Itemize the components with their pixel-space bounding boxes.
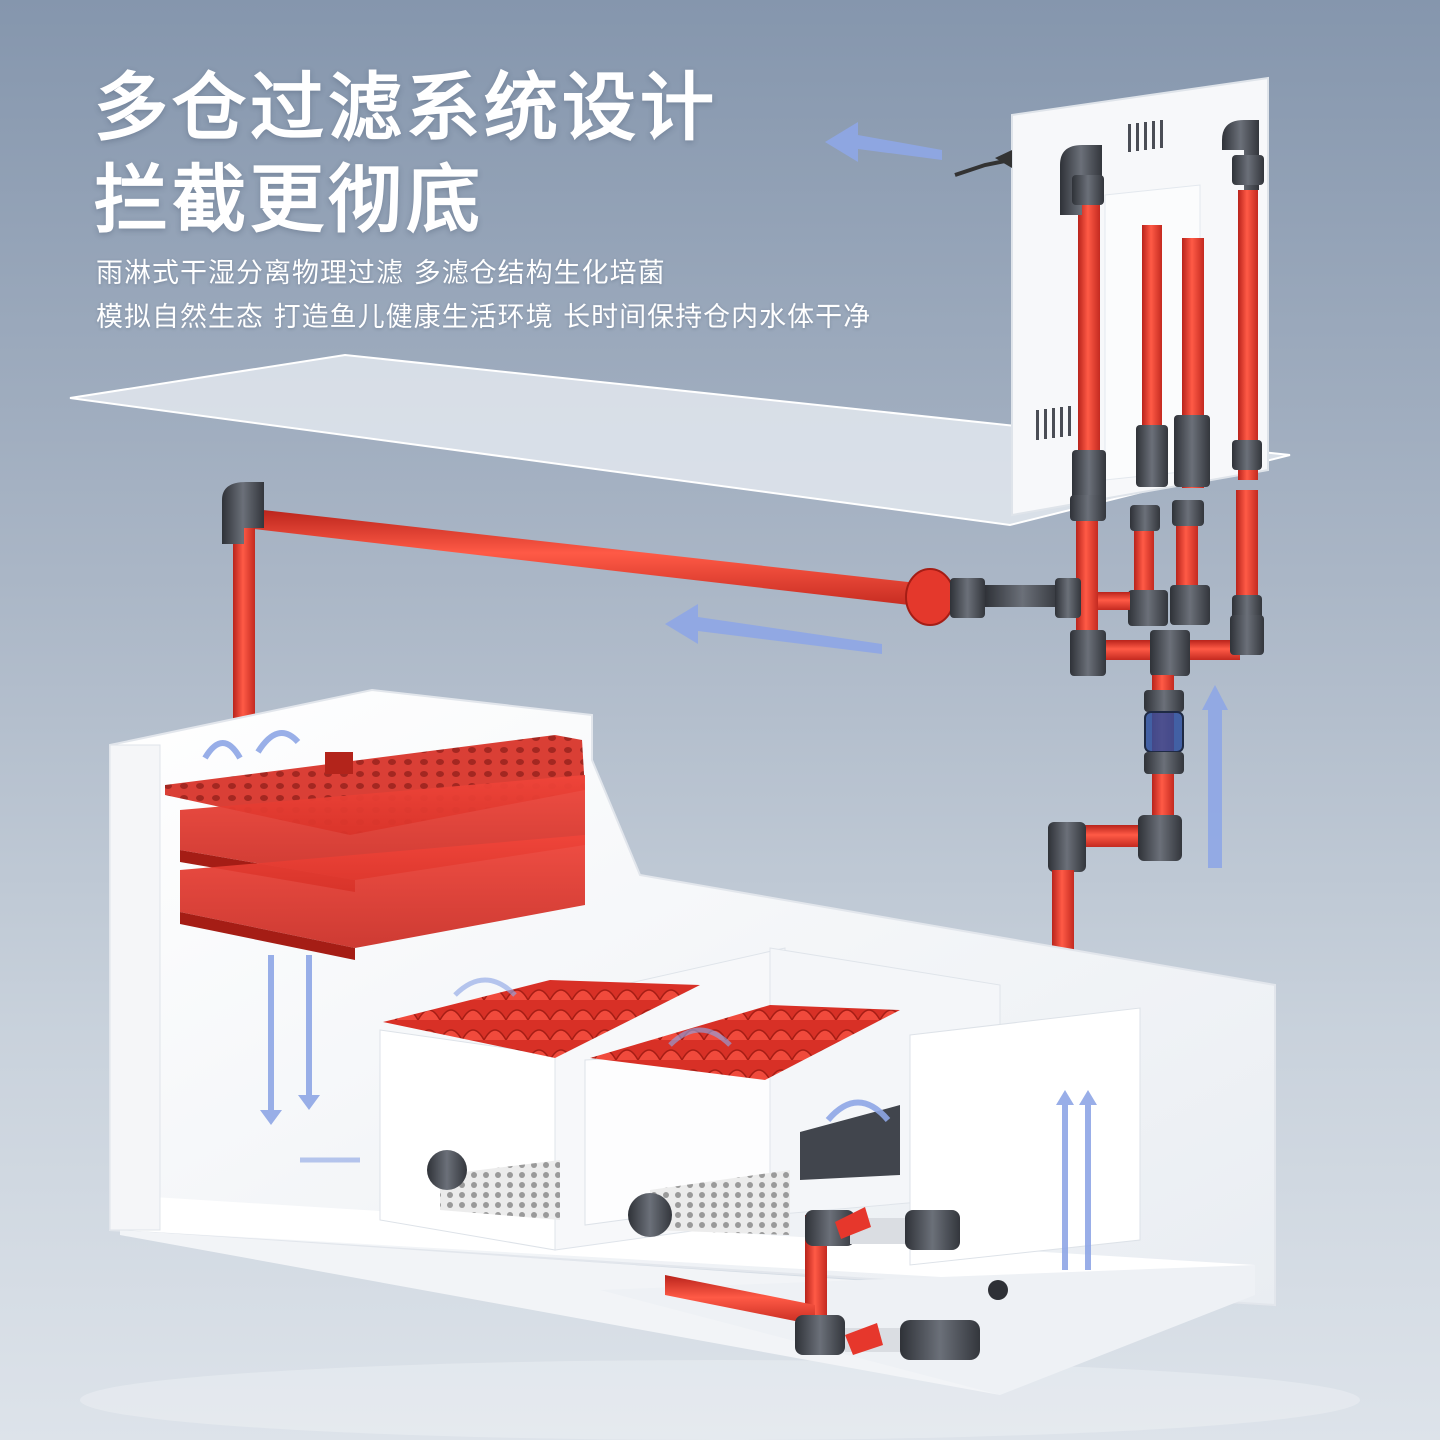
flow-arc <box>202 740 243 760</box>
power-cable <box>954 158 1011 177</box>
drip-trays <box>165 735 585 960</box>
headline: 多仓过滤系统设计 拦截更彻底 <box>94 62 718 246</box>
subtext-line-1: 雨淋式干湿分离物理过滤 多滤仓结构生化培菌 <box>96 258 666 289</box>
flow-arc <box>668 1027 732 1047</box>
flow-arrow-left <box>665 604 882 654</box>
manifold-pipes <box>1070 490 1264 676</box>
pump-chamber <box>800 1007 1141 1300</box>
return-pipe <box>222 482 1081 735</box>
headline-line-1: 多仓过滤系统设计 <box>94 65 718 151</box>
flow-arrow-up <box>1056 1090 1097 1270</box>
flow-arrow-left <box>825 122 942 162</box>
flow-arrows <box>202 122 1228 1270</box>
lower-valves <box>665 1207 980 1360</box>
vent-slots-top <box>1128 120 1163 152</box>
flow-arc <box>255 730 301 754</box>
subtext: 雨淋式干湿分离物理过滤 多滤仓结构生化培菌 模拟自然生态 打造鱼儿健康生活环境 … <box>96 252 871 340</box>
ball-valve-icon <box>835 1207 871 1239</box>
flow-arc <box>825 1099 891 1123</box>
flow-arrow-down <box>260 955 320 1125</box>
top-glass-plate <box>69 353 1291 527</box>
floor-shadow <box>80 1360 1360 1440</box>
vent-slots-bottom <box>1036 406 1071 440</box>
flow-arc <box>453 977 517 997</box>
flow-arrow-up <box>1202 685 1228 868</box>
headline-line-2: 拦截更彻底 <box>94 157 484 243</box>
overflow-pipes <box>1060 120 1264 502</box>
subtext-line-2: 模拟自然生态 打造鱼儿健康生活环境 长时间保持仓内水体干净 <box>96 302 872 333</box>
